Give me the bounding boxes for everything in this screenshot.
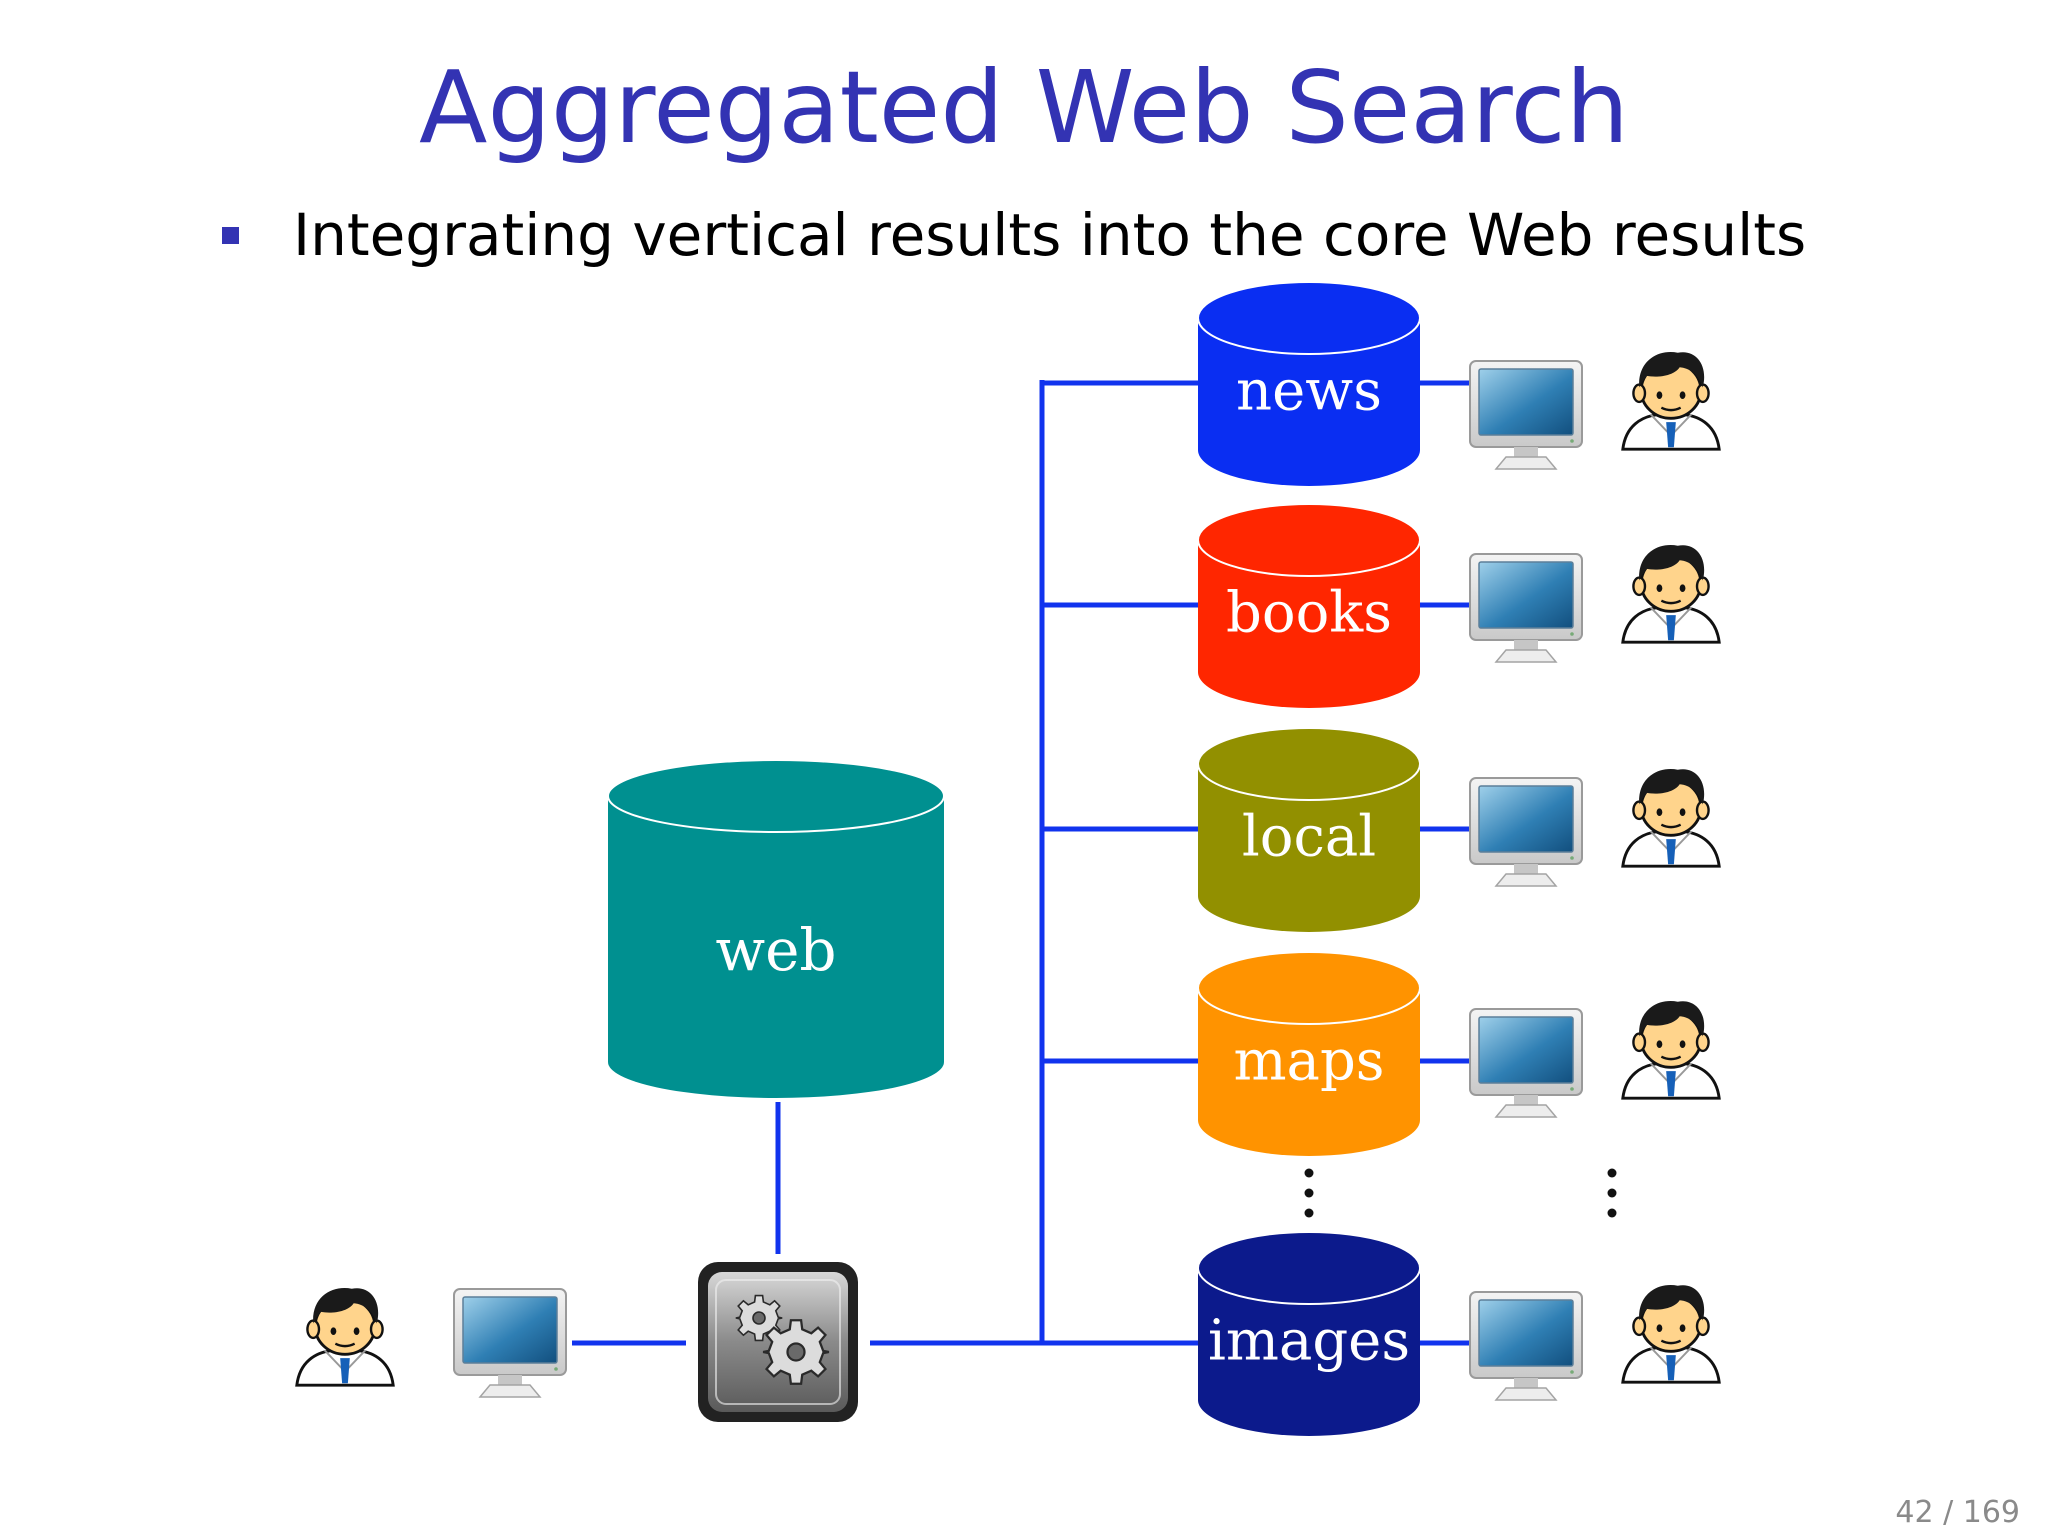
images-cylinder-body bbox=[1198, 1268, 1420, 1436]
images-cylinder-top bbox=[1197, 1231, 1421, 1305]
computer-icon bbox=[1469, 777, 1583, 887]
web-cylinder-body bbox=[608, 796, 944, 1098]
computer-icon bbox=[1469, 360, 1583, 470]
bullet-item: Integrating vertical results into the co… bbox=[222, 195, 1806, 275]
computer-icon bbox=[1469, 1008, 1583, 1118]
vertical-images: images bbox=[1197, 1231, 1421, 1436]
local-cylinder-top bbox=[1197, 727, 1421, 801]
books-cylinder-top bbox=[1197, 503, 1421, 577]
web-label: web bbox=[715, 916, 836, 984]
computer-icon bbox=[1469, 553, 1583, 663]
local-label: local bbox=[1242, 805, 1376, 870]
web-cylinder-top bbox=[607, 759, 945, 833]
books-label: books bbox=[1226, 581, 1392, 646]
page-number: 42 / 169 bbox=[1895, 1495, 2020, 1530]
bullet-text: Integrating vertical results into the co… bbox=[293, 201, 1807, 269]
vertical-maps: maps bbox=[1197, 951, 1421, 1156]
user-icon bbox=[1621, 350, 1721, 451]
user-icon bbox=[1621, 1283, 1721, 1384]
gears-icon bbox=[698, 1262, 858, 1422]
connector-lines bbox=[572, 380, 1470, 1346]
vertical-local: local bbox=[1197, 727, 1421, 932]
user-icon bbox=[1621, 767, 1721, 868]
local-cylinder-body bbox=[1198, 764, 1420, 932]
news-label: news bbox=[1236, 359, 1382, 424]
web-database: web bbox=[607, 759, 945, 1098]
maps-label: maps bbox=[1233, 1029, 1384, 1094]
computer-icon bbox=[453, 1288, 567, 1398]
bullet-marker bbox=[222, 226, 239, 244]
vertical-books: books bbox=[1197, 503, 1421, 708]
maps-cylinder-body bbox=[1198, 988, 1420, 1156]
news-cylinder-body bbox=[1198, 318, 1420, 486]
user-icon bbox=[295, 1286, 395, 1387]
vertical-news: news bbox=[1197, 281, 1421, 486]
news-cylinder-top bbox=[1197, 281, 1421, 355]
user-icon bbox=[1621, 543, 1721, 644]
user-icon bbox=[1621, 999, 1721, 1100]
user-ellipsis bbox=[1607, 1168, 1617, 1218]
images-label: images bbox=[1208, 1309, 1410, 1374]
vertical-ellipsis bbox=[1304, 1168, 1314, 1218]
books-cylinder-body bbox=[1198, 540, 1420, 708]
slide-title: Aggregated Web Search bbox=[419, 49, 1629, 166]
maps-cylinder-top bbox=[1197, 951, 1421, 1025]
computer-icon bbox=[1469, 1291, 1583, 1401]
